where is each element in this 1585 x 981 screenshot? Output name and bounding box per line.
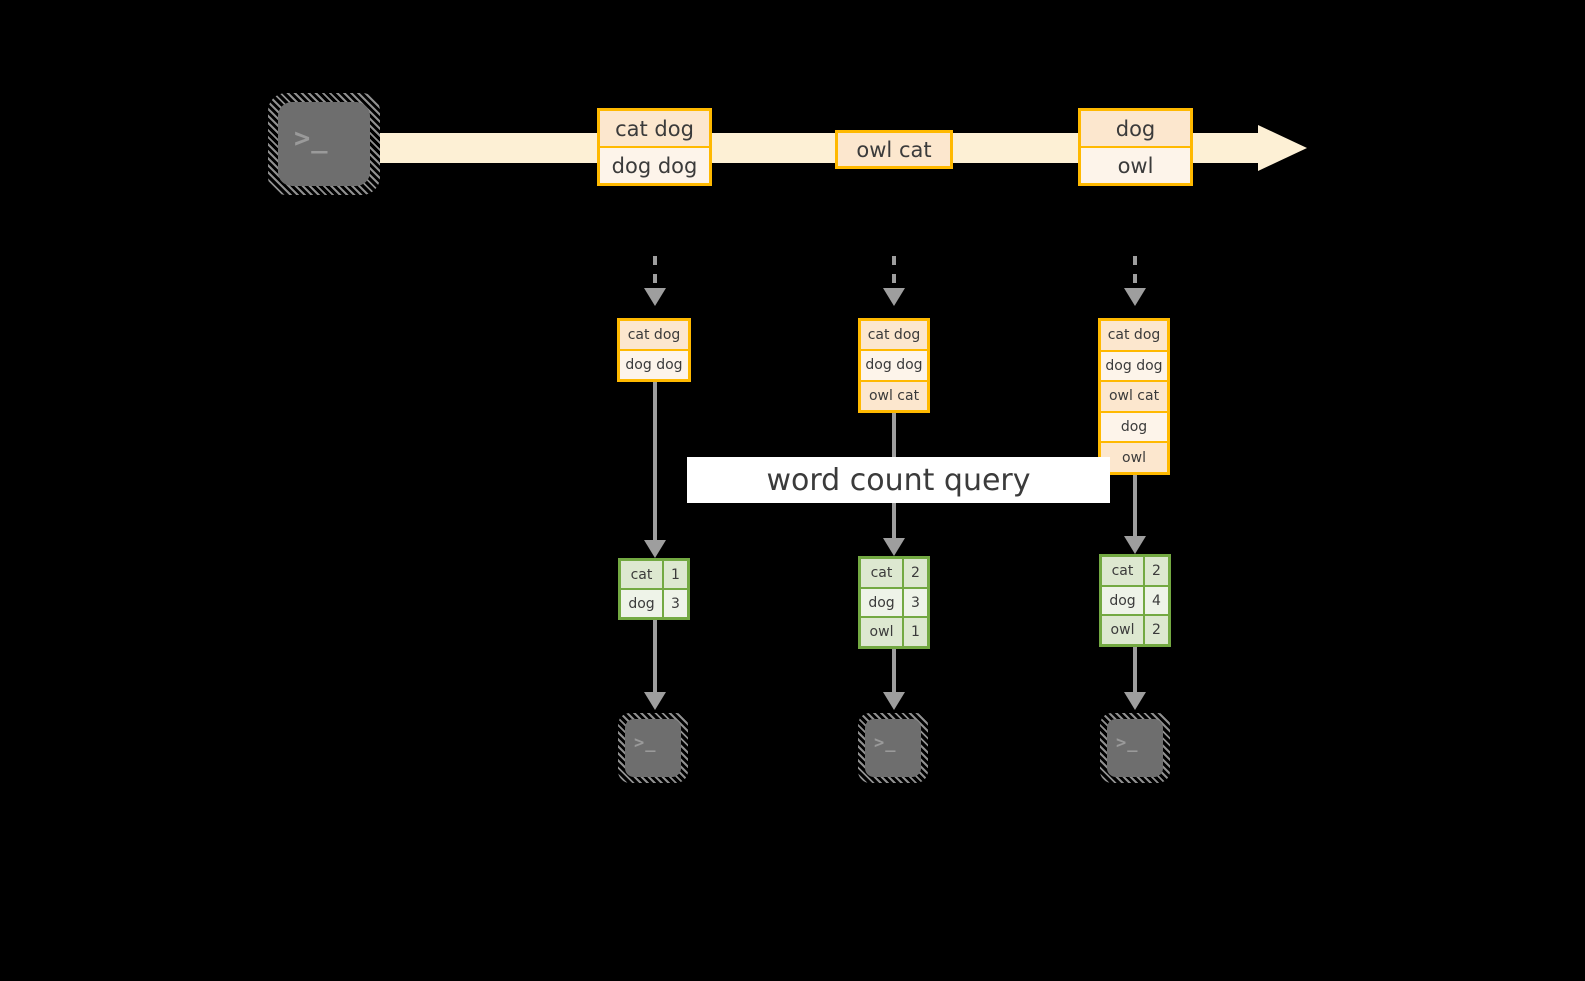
result-word: dog (1102, 586, 1145, 615)
terminal-prompt-glyph: >_ (294, 123, 329, 154)
result-word: dog (621, 590, 664, 617)
result-row: dog 4 (1102, 586, 1168, 617)
result-count: 1 (904, 618, 927, 647)
snapshot-3-tap-line (1133, 256, 1137, 288)
result-word: cat (1102, 557, 1145, 585)
snapshot-2-sink-line (892, 649, 896, 692)
stream-arrowhead (1258, 125, 1307, 171)
result-count: 2 (1145, 557, 1168, 585)
snapshot-2-sink-arrowhead (883, 692, 905, 710)
snapshot-3-input-row: dog (1101, 412, 1167, 444)
result-word: cat (861, 559, 904, 587)
snapshot-2-input-row: cat dog (861, 321, 927, 352)
result-word: owl (861, 618, 904, 647)
snapshot-2-input-row: owl cat (861, 381, 927, 410)
snapshot-3-input-table[interactable]: cat dog dog dog owl cat dog owl (1098, 318, 1170, 475)
snapshot-3-result-table[interactable]: cat 2 dog 4 owl 2 (1099, 554, 1171, 647)
result-count: 1 (664, 561, 687, 588)
query-label-text: word count query (766, 462, 1031, 498)
result-count: 3 (904, 588, 927, 617)
snapshot-1-tap-line (653, 256, 657, 288)
snapshot-1-tap-arrowhead (644, 288, 666, 306)
terminal-screen (278, 102, 370, 186)
terminal-screen (1107, 719, 1163, 777)
terminal-prompt-glyph: >_ (634, 733, 657, 753)
snapshot-1-sink-line (653, 620, 657, 692)
result-word: cat (621, 561, 664, 588)
snapshot-1-input-table[interactable]: cat dog dog dog (617, 318, 691, 382)
result-row: cat 2 (861, 559, 927, 589)
terminal-screen (865, 719, 921, 777)
result-row: owl 2 (1102, 616, 1168, 645)
result-row: dog 3 (861, 588, 927, 619)
snapshot-2-input-table[interactable]: cat dog dog dog owl cat (858, 318, 930, 413)
snapshot-3-tap-arrowhead (1124, 288, 1146, 306)
snapshot-1-result-table[interactable]: cat 1 dog 3 (618, 558, 690, 620)
result-count: 2 (904, 559, 927, 587)
snapshot-1-input-row: cat dog (620, 321, 688, 351)
snapshot-3-input-row: owl cat (1101, 382, 1167, 413)
snapshot-2-tap-line (892, 256, 896, 288)
result-row: cat 2 (1102, 557, 1168, 587)
snapshot-3-input-row: cat dog (1101, 321, 1167, 352)
snapshot-2-input-row: dog dog (861, 351, 927, 382)
snapshot-1-query-line (653, 382, 657, 552)
stream-event-line: cat dog (600, 111, 709, 148)
snapshot-3-sink-line (1133, 647, 1137, 692)
query-label: word count query (687, 457, 1110, 503)
stream-event-3[interactable]: dog owl (1078, 108, 1193, 186)
result-count: 2 (1145, 616, 1168, 645)
snapshot-3-query-line (1133, 475, 1137, 550)
snapshot-2-query-arrowhead (883, 538, 905, 556)
snapshot-1-input-row: dog dog (620, 351, 688, 379)
snapshot-3-input-row: dog dog (1101, 351, 1167, 383)
terminal-prompt-glyph: >_ (1116, 733, 1139, 753)
snapshot-1-sink-terminal-icon[interactable]: >_ (618, 713, 688, 783)
result-word: dog (861, 588, 904, 617)
snapshot-3-sink-arrowhead (1124, 692, 1146, 710)
result-row: cat 1 (621, 561, 687, 590)
terminal-prompt-glyph: >_ (874, 733, 897, 753)
snapshot-1-query-arrowhead (644, 540, 666, 558)
stream-event-line: dog dog (600, 148, 709, 183)
snapshot-3-input-row: owl (1101, 443, 1167, 472)
snapshot-1-sink-arrowhead (644, 692, 666, 710)
result-row: owl 1 (861, 618, 927, 647)
result-count: 4 (1145, 586, 1168, 615)
snapshot-2-result-table[interactable]: cat 2 dog 3 owl 1 (858, 556, 930, 649)
result-word: owl (1102, 616, 1145, 645)
result-row: dog 3 (621, 590, 687, 617)
snapshot-2-tap-arrowhead (883, 288, 905, 306)
stream-event-1[interactable]: cat dog dog dog (597, 108, 712, 186)
stream-event-line: owl (1081, 148, 1190, 183)
stream-event-line: owl cat (838, 133, 950, 166)
source-terminal-icon[interactable]: >_ (268, 93, 380, 195)
snapshot-3-sink-terminal-icon[interactable]: >_ (1100, 713, 1170, 783)
result-count: 3 (664, 590, 687, 617)
stream-event-2[interactable]: owl cat (835, 130, 953, 169)
snapshot-3-query-arrowhead (1124, 536, 1146, 554)
terminal-screen (625, 719, 681, 777)
stream-event-line: dog (1081, 111, 1190, 148)
snapshot-2-sink-terminal-icon[interactable]: >_ (858, 713, 928, 783)
